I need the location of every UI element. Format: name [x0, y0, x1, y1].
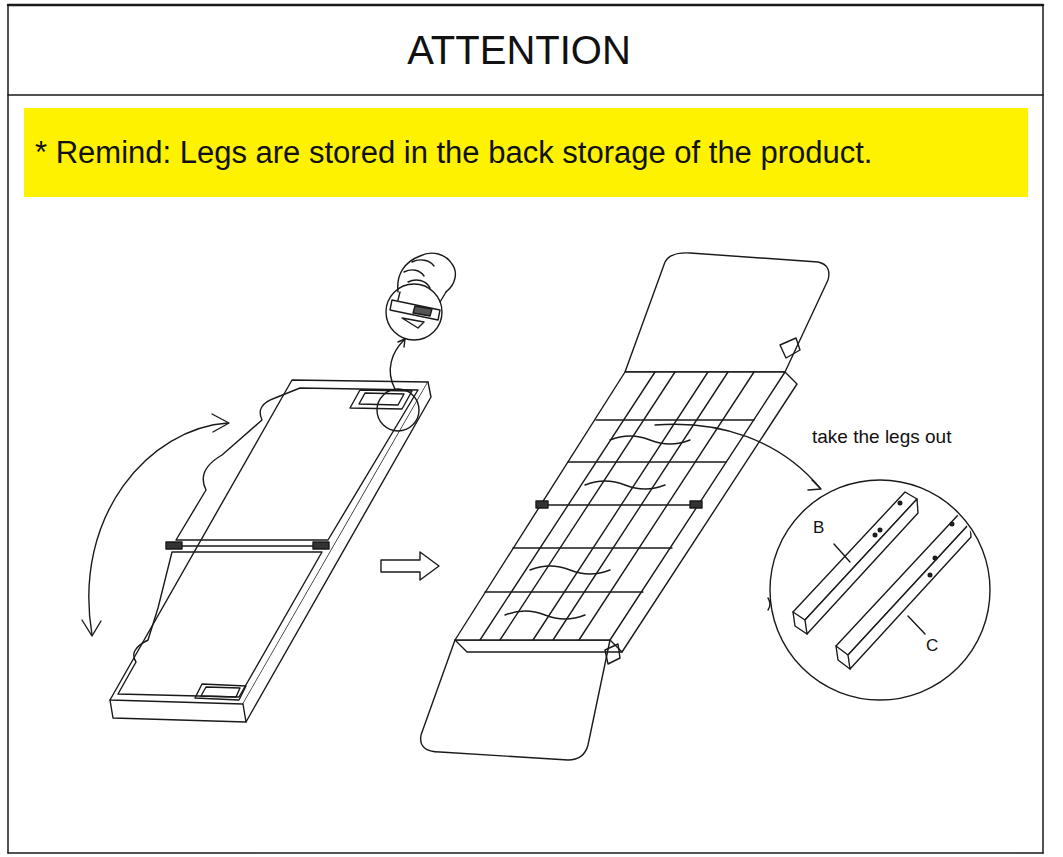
open-product [421, 253, 990, 760]
title-rule [8, 94, 1043, 96]
part-letter: B [813, 518, 824, 538]
frame-left [7, 5, 9, 853]
frame-top [8, 4, 1043, 7]
title: ATTENTION [8, 27, 1030, 73]
leader-b [834, 544, 850, 562]
frame-bottom [8, 852, 1043, 854]
frame-right [1042, 5, 1044, 853]
instruction-label: take the legs out [812, 426, 951, 448]
reminder-band: * Remind: Legs are stored in the back st… [24, 108, 1028, 197]
part-letter: C [926, 636, 938, 656]
step-arrow [381, 552, 439, 580]
closed-product [82, 253, 455, 722]
reminder-text: * Remind: Legs are stored in the back st… [35, 134, 1017, 171]
leader-c [908, 616, 925, 634]
